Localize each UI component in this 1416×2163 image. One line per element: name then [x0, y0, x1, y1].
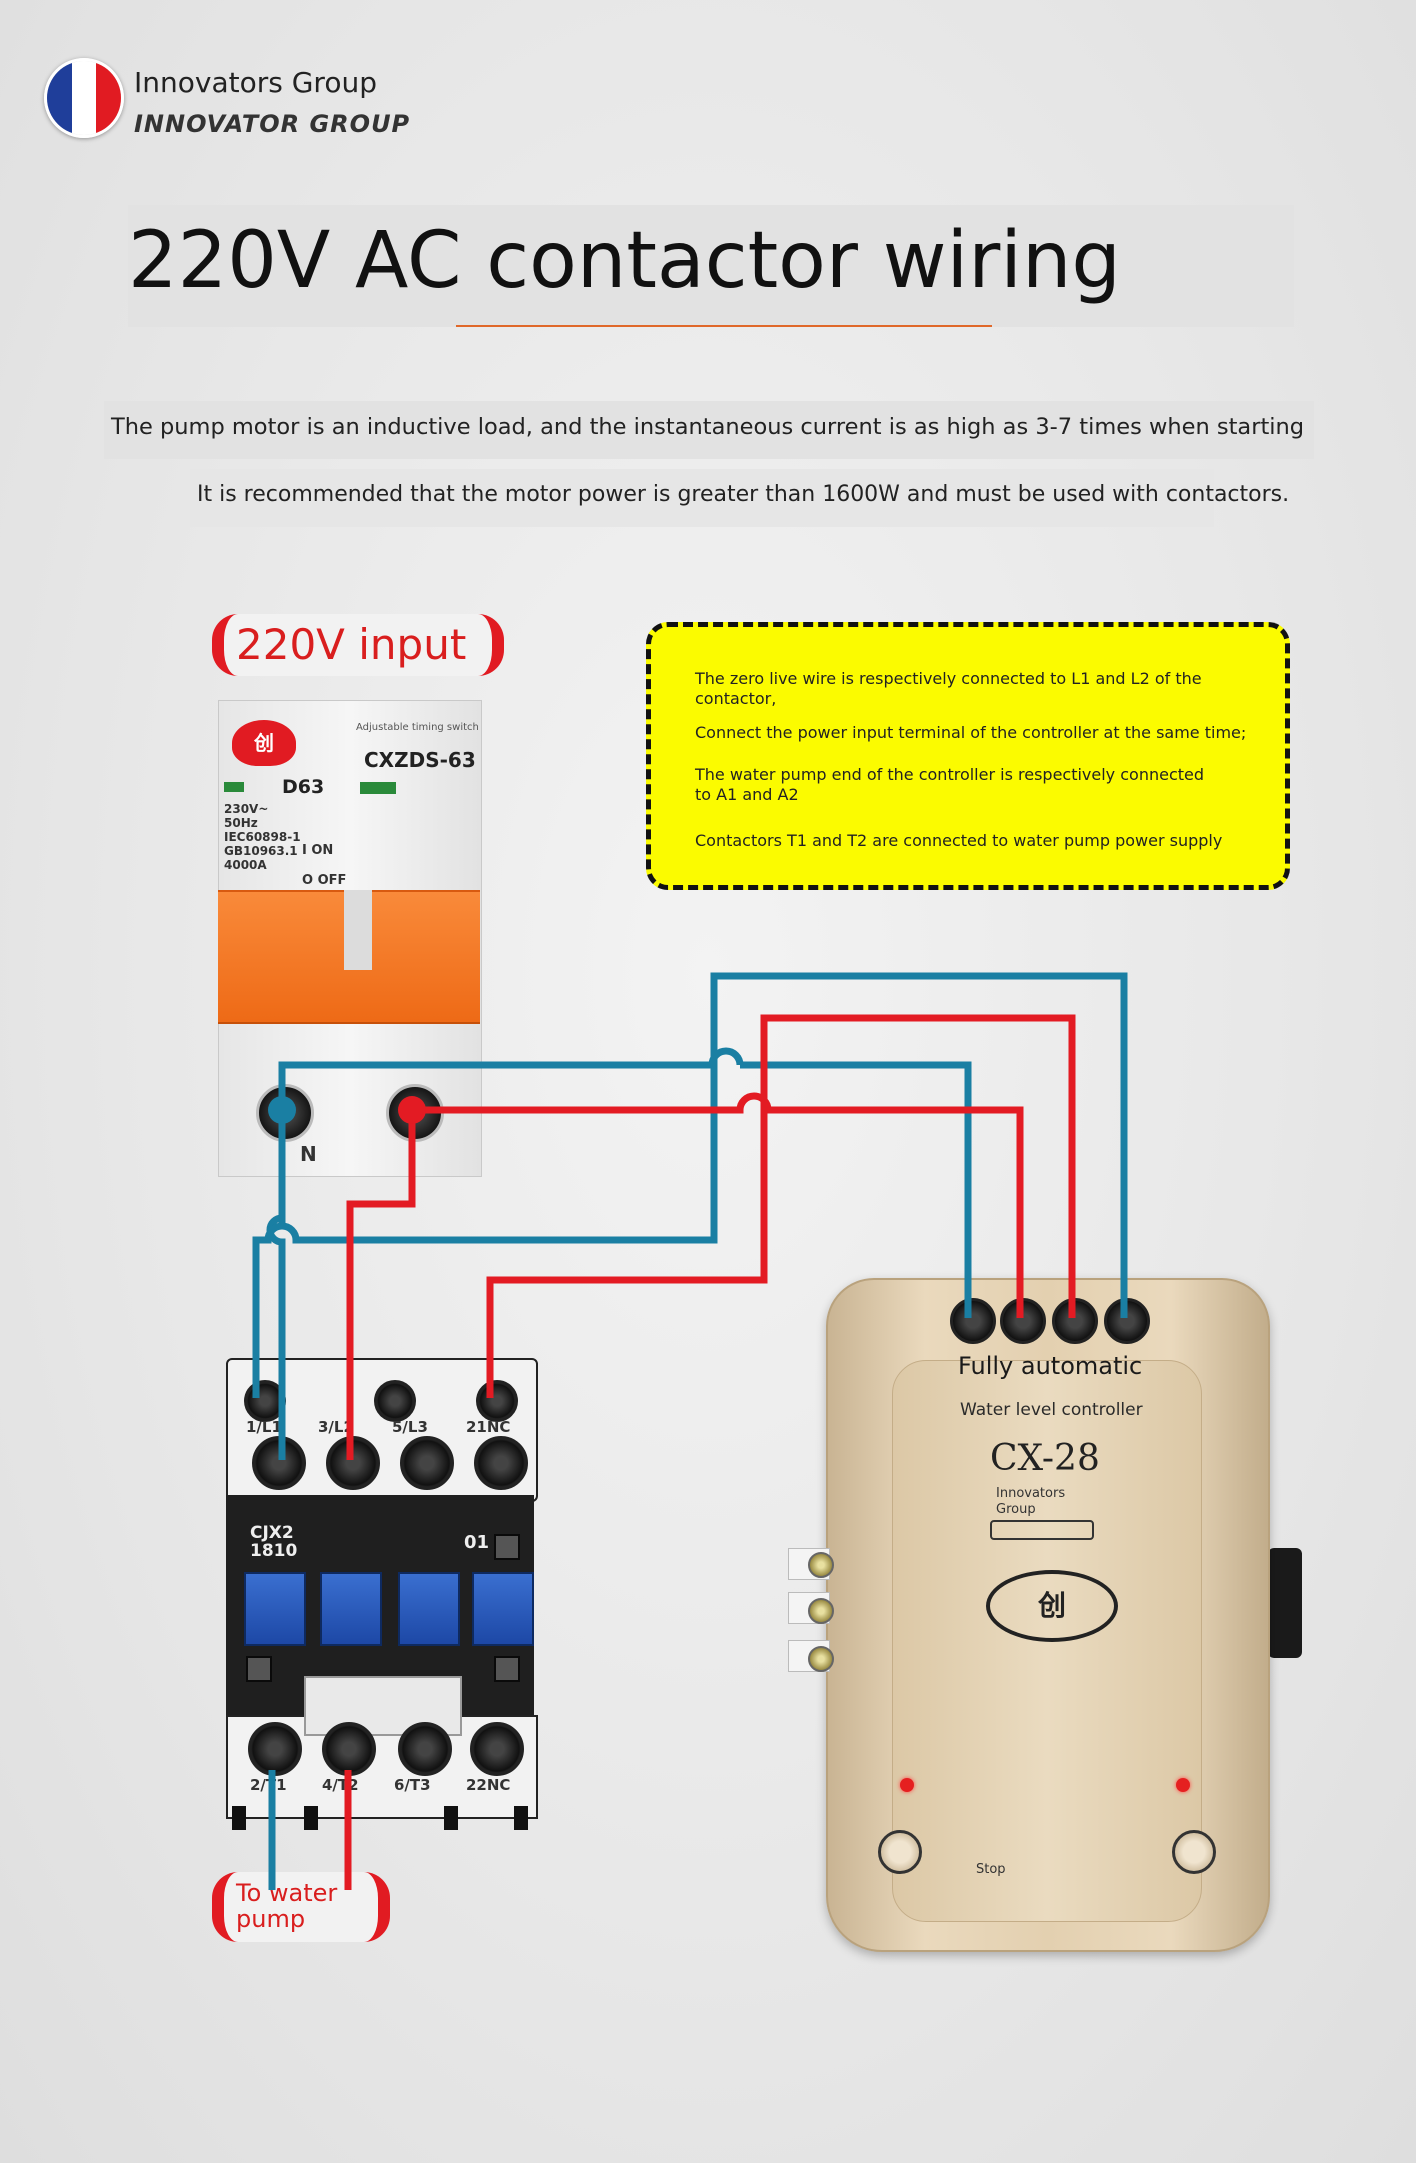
contactor-terminal-l3 — [400, 1436, 454, 1490]
breaker-rating: D63 — [282, 776, 325, 798]
wire-red-l — [412, 1092, 1024, 1318]
contactor-foot-4 — [514, 1806, 528, 1830]
brand-name-upper: INNOVATOR GROUP — [134, 110, 411, 138]
contactor-label-21nc: 21NC — [466, 1418, 511, 1436]
wire-blue-down-l1 — [266, 1136, 286, 1460]
controller-model: CX-28 — [990, 1438, 1100, 1479]
probe-screw-3-icon — [808, 1646, 834, 1672]
contactor-square-2 — [246, 1656, 272, 1682]
contactor-foot-2 — [304, 1806, 318, 1830]
stop-label: Stop — [976, 1862, 1006, 1877]
breaker-logo-icon: 创 — [232, 720, 296, 766]
contactor-foot-1 — [232, 1806, 246, 1830]
subtitle-2-background — [190, 469, 1214, 527]
contactor-blue-block-3 — [398, 1572, 460, 1646]
breaker-load-label: N — [300, 1142, 317, 1166]
stop-button[interactable] — [878, 1830, 922, 1874]
note-line-3: The water pump end of the controller is … — [695, 765, 1205, 804]
contactor-label-t1: 2/T1 — [250, 1776, 287, 1794]
input-label: 220V input — [212, 614, 504, 676]
power-led-icon — [900, 1778, 914, 1792]
wire-blue-n-loop — [278, 1061, 972, 1318]
controller-subtitle: Water level controller — [960, 1400, 1143, 1420]
contactor-square-3 — [494, 1656, 520, 1682]
contactor-foot-3 — [444, 1806, 458, 1830]
output-label: To water pump — [212, 1872, 390, 1942]
subtitle-1: The pump motor is an inductive load, and… — [111, 414, 1305, 440]
probe-screw-2-icon — [808, 1598, 834, 1624]
breaker-indicator-2 — [360, 782, 396, 794]
note-line-1: The zero live wire is respectively conne… — [695, 669, 1202, 708]
breaker-model: CXZDS-63 — [364, 748, 476, 772]
contactor-blue-block-2 — [320, 1572, 382, 1646]
contactor-label-l2: 3/L2 — [318, 1418, 354, 1436]
contactor-coil-terminal-mid — [374, 1380, 416, 1422]
wire-blue-a1 — [252, 972, 1128, 1398]
contactor-square-1 — [494, 1534, 520, 1560]
wire-red-l-down — [346, 1110, 416, 1460]
subtitle-1-background — [104, 401, 1314, 459]
contactor-terminal-t3 — [398, 1722, 452, 1776]
contactor-blue-block-1 — [244, 1572, 306, 1646]
controller-group: Innovators Group — [996, 1486, 1066, 1517]
brand-name: Innovators Group — [134, 66, 377, 99]
probe-screw-1-icon — [808, 1552, 834, 1578]
contactor-terminal-21nc — [474, 1436, 528, 1490]
note-line-2: Connect the power input terminal of the … — [695, 723, 1247, 742]
contactor-coil-terminal-a2 — [476, 1380, 518, 1422]
wiring-note: The zero live wire is respectively conne… — [646, 622, 1290, 890]
work-led-icon — [1176, 1778, 1190, 1792]
controller-badge — [990, 1520, 1094, 1540]
manual-start-button[interactable] — [1172, 1830, 1216, 1874]
wire-red-a2 — [486, 1014, 1076, 1398]
breaker-small-label: Adjustable timing switch — [356, 722, 479, 733]
controller-side-knob[interactable] — [1268, 1548, 1302, 1658]
controller-terminal-1 — [950, 1298, 996, 1344]
breaker-lever-gap — [344, 890, 372, 970]
subtitle-2: It is recommended that the motor power i… — [197, 482, 1290, 507]
breaker-on-off: I ON O OFF — [302, 836, 346, 896]
breaker-off-label: O OFF — [302, 873, 347, 888]
contactor-terminal-22nc — [470, 1722, 524, 1776]
contactor-label-22nc: 22NC — [466, 1776, 511, 1794]
controller-logo-icon: 创 — [986, 1570, 1118, 1642]
controller-title: Fully automatic — [958, 1352, 1143, 1380]
breaker-spec: 230V~ 50Hz IEC60898-1 GB10963.1 4000A — [224, 802, 301, 872]
contactor-label-l3: 5/L3 — [392, 1418, 428, 1436]
page-title: 220V AC contactor wiring — [128, 216, 1121, 306]
breaker-on-label: I ON — [302, 843, 334, 858]
contactor-blue-block-4 — [472, 1572, 534, 1646]
breaker-l-wire-end — [398, 1096, 426, 1124]
title-underline — [456, 325, 992, 327]
contactor-aux-code: 01 — [464, 1532, 490, 1553]
breaker-n-wire-end — [268, 1096, 296, 1124]
contactor-model: CJX2 1810 — [250, 1523, 298, 1561]
note-line-4: Contactors T1 and T2 are connected to wa… — [695, 831, 1223, 850]
title-background — [128, 205, 1294, 327]
contactor-label-l1: 1/L1 — [246, 1418, 282, 1436]
breaker-indicator-1 — [224, 782, 244, 792]
contactor-label-t3: 6/T3 — [394, 1776, 431, 1794]
